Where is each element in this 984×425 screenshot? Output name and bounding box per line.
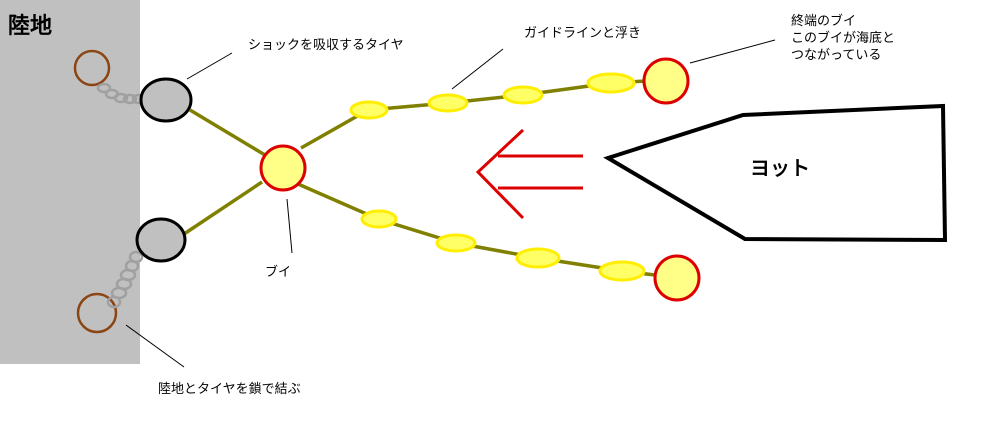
guideline-label: ガイドラインと浮き [524, 26, 641, 41]
terminal-buoy-label-2: このブイが海底と [791, 30, 895, 46]
shock-tire-label: ショックを吸収するタイヤ [248, 38, 404, 53]
lower-floats [360, 209, 646, 282]
upper-chain [96, 82, 145, 105]
ropes [183, 79, 656, 277]
terminal-buoy-upper [642, 57, 690, 105]
direction-arrow [475, 128, 583, 220]
terminal-buoy-label-1: 終端のブイ [791, 13, 856, 29]
lower-chain [106, 250, 144, 309]
land-area [0, 0, 140, 364]
yacht-shape [603, 103, 948, 243]
lower-anchor-ring [76, 292, 118, 334]
terminal-buoy-lower [653, 254, 701, 302]
upper-anchor-ring [73, 49, 111, 87]
upper-tire [139, 77, 193, 123]
leader-lines [125, 39, 776, 368]
land-chain-label: 陸地とタイヤを鎖で結ぶ [158, 381, 301, 397]
central-buoy [259, 144, 307, 192]
lower-tire [135, 217, 187, 263]
buoy-label: ブイ [265, 264, 291, 280]
terminal-buoy-label-3: つながっている [791, 48, 881, 63]
yacht-label: ヨット [750, 156, 810, 180]
upper-floats [349, 72, 636, 120]
land-label: 陸地 [8, 13, 52, 39]
